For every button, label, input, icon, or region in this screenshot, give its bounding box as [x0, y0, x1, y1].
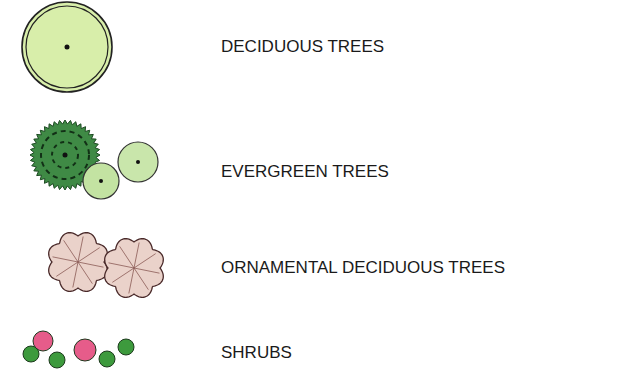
legend-label: DECIDUOUS TREES: [221, 37, 384, 57]
evergreen-tree-symbol: [30, 120, 158, 199]
legend-label: SHRUBS: [221, 343, 292, 363]
ornamental-tree-symbol: [49, 233, 164, 298]
deciduous-tree-symbol: [22, 2, 112, 92]
shrub-symbol: [23, 331, 134, 368]
legend-label: EVERGREEN TREES: [221, 162, 389, 182]
legend-label: ORNAMENTAL DECIDUOUS TREES: [221, 258, 505, 278]
